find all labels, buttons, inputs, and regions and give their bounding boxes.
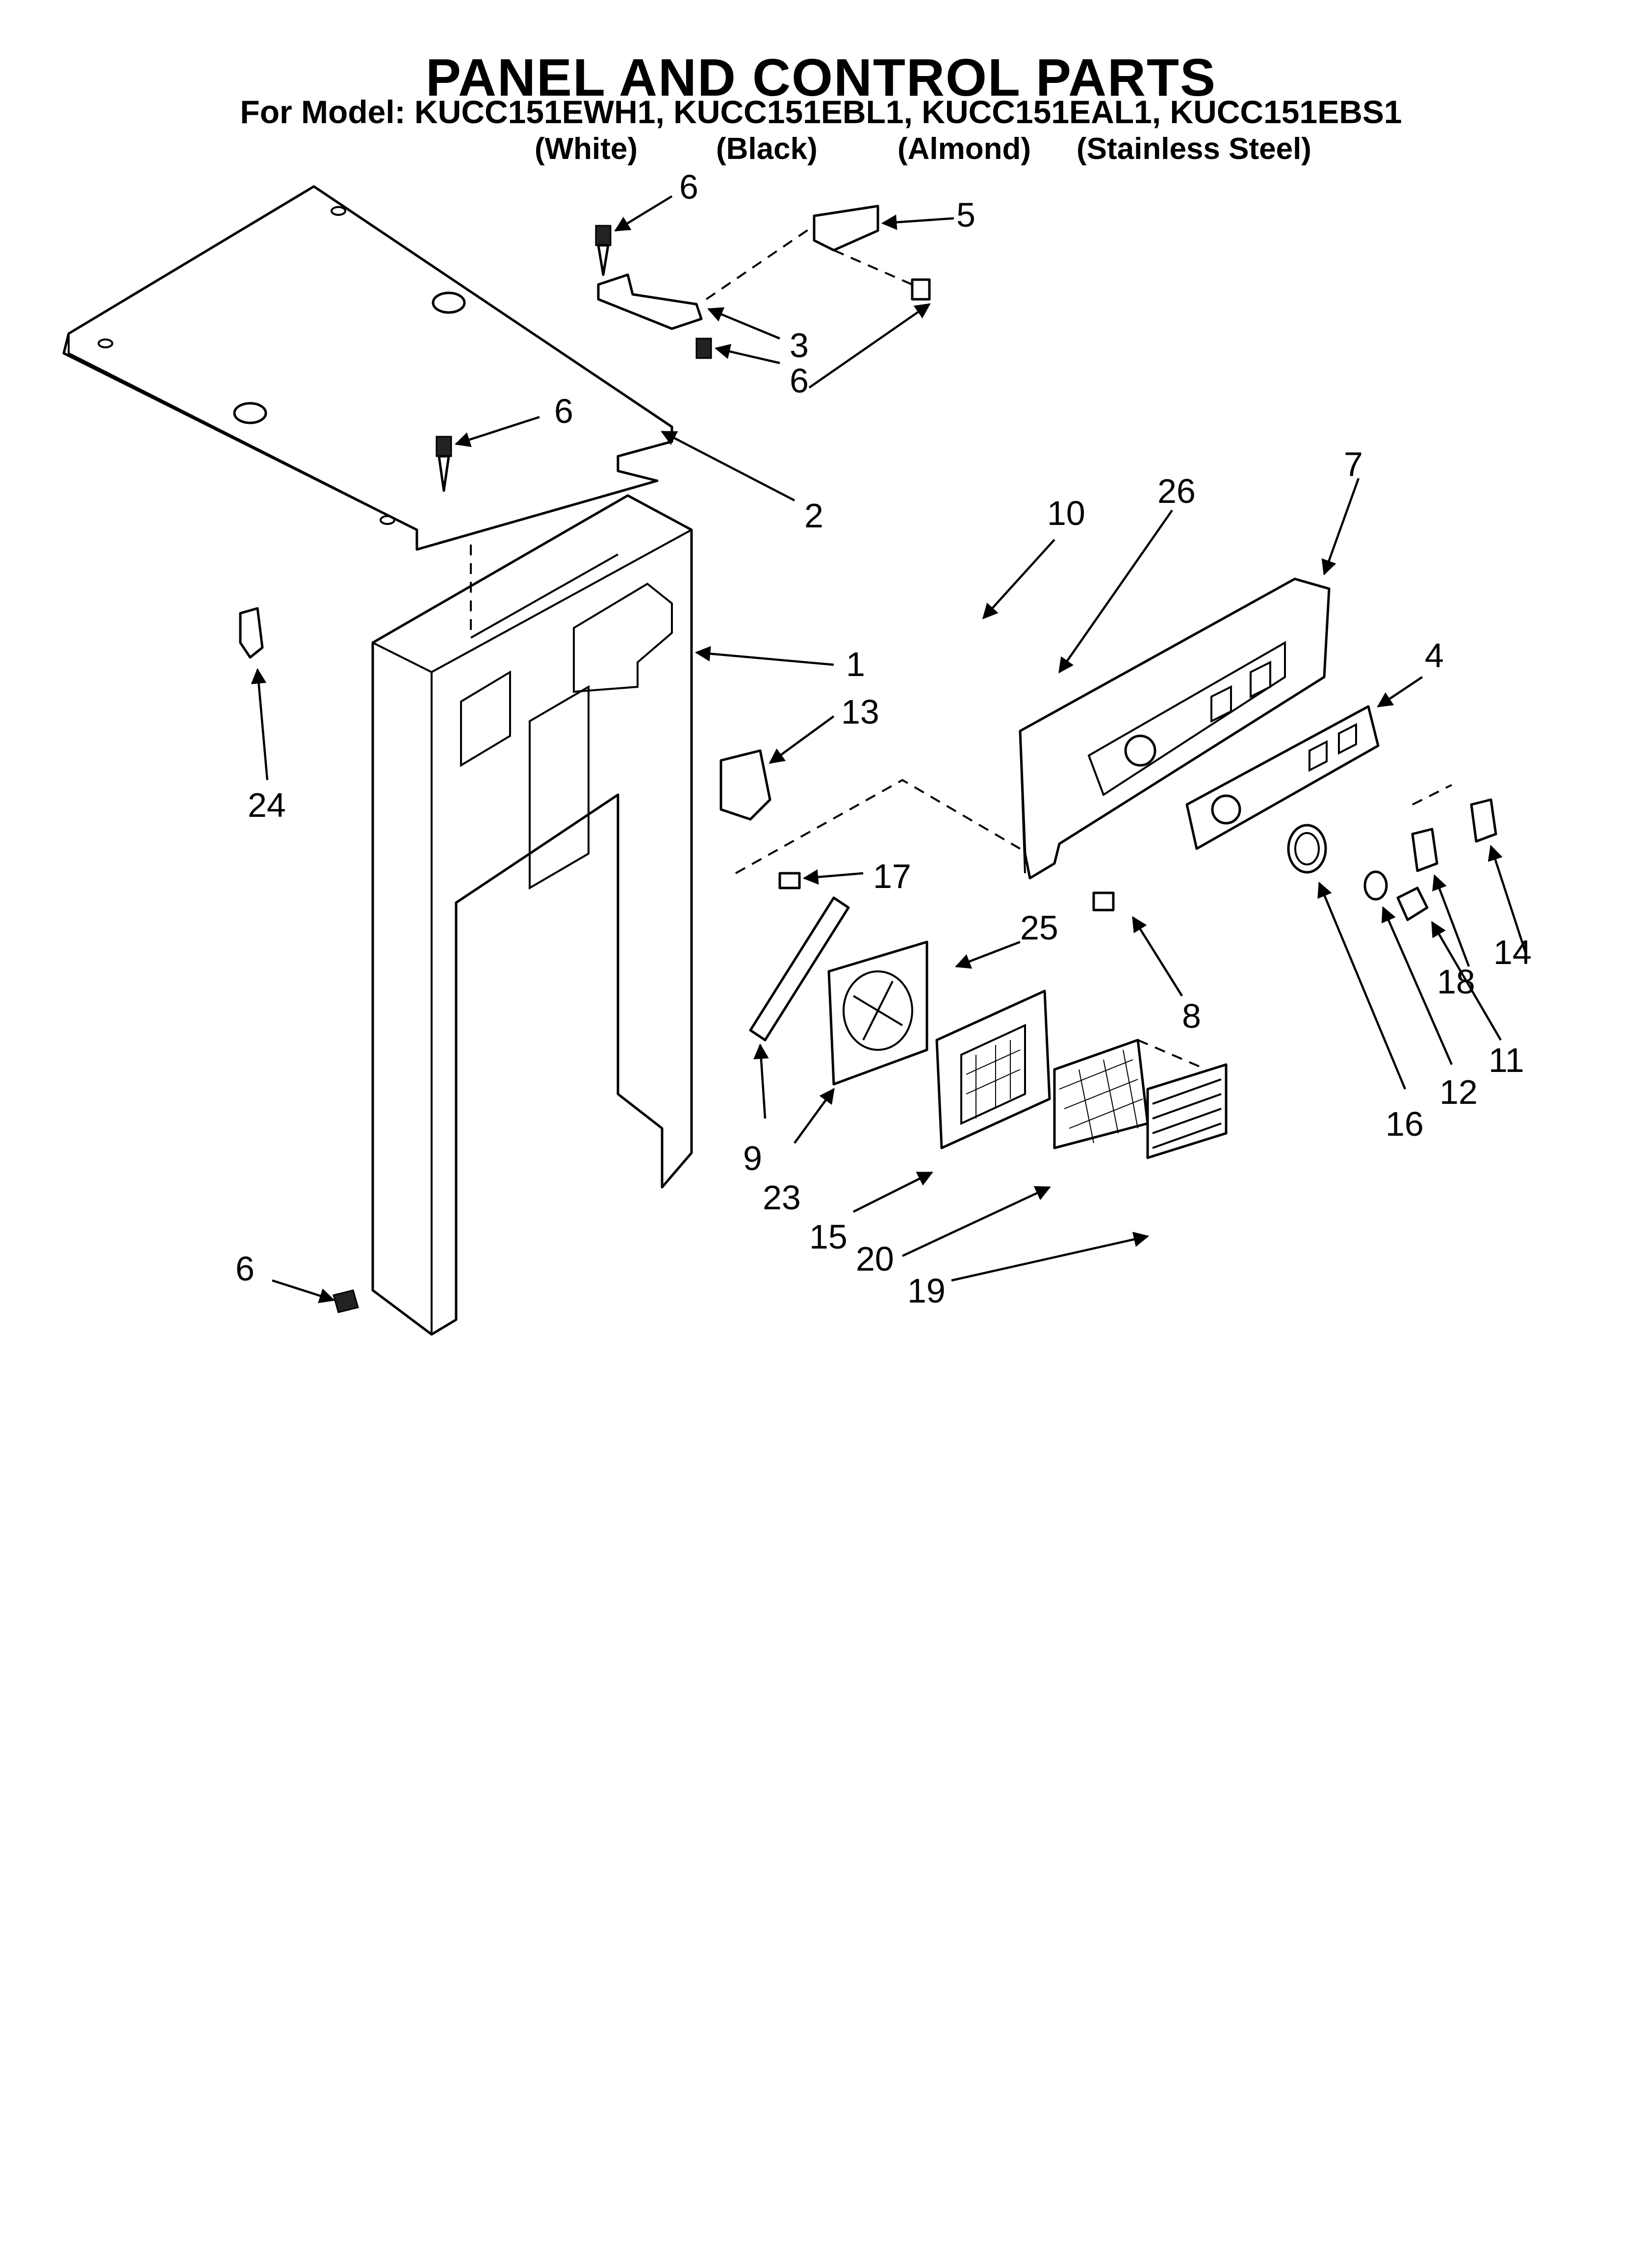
switch-14 <box>1470 798 1497 843</box>
callout-13: 13 <box>841 693 879 731</box>
callout-10: 10 <box>1047 494 1085 532</box>
switch-18 <box>1411 828 1438 872</box>
callout-6-bottom: 6 <box>235 1250 255 1288</box>
cabinet-column <box>371 494 693 1336</box>
callout-24: 24 <box>248 786 286 824</box>
variant-label-almond: (Almond) <box>898 132 1031 166</box>
callout-labels: 6 5 3 6 6 2 1 13 24 10 26 7 4 17 25 8 9 … <box>235 168 1532 1310</box>
callout-26: 26 <box>1157 472 1196 510</box>
duct-15 <box>935 990 1051 1149</box>
filter-20 <box>1053 1039 1207 1149</box>
callout-8: 8 <box>1182 997 1201 1035</box>
callout-1: 1 <box>846 645 865 683</box>
callout-16: 16 <box>1385 1105 1424 1143</box>
callout-6-mid: 6 <box>554 392 573 430</box>
callout-14: 14 <box>1493 933 1532 971</box>
leader-arrows <box>251 195 1527 1303</box>
clip-24 <box>239 607 264 659</box>
callout-9: 9 <box>743 1139 762 1177</box>
callout-12: 12 <box>1439 1073 1478 1111</box>
rocker-switch-13 <box>719 749 771 821</box>
callout-25: 25 <box>1020 909 1058 947</box>
brace-9 <box>749 896 850 1042</box>
callout-5: 5 <box>956 196 975 234</box>
callout-11: 11 <box>1488 1041 1524 1079</box>
control-panel <box>1019 577 1331 880</box>
callout-18: 18 <box>1437 963 1475 1001</box>
callout-3: 3 <box>790 326 809 365</box>
top-panel <box>62 185 673 551</box>
callout-15: 15 <box>809 1218 847 1256</box>
callout-19: 19 <box>907 1272 946 1310</box>
fan-23 <box>827 940 928 1086</box>
knob-parts <box>1287 824 1429 921</box>
model-list: For Model: KUCC151EWH1, KUCC151EBL1, KUC… <box>240 94 1402 130</box>
callout-2: 2 <box>804 496 823 535</box>
callout-17: 17 <box>873 857 911 895</box>
overlay-panel-4 <box>1185 705 1380 850</box>
alignment-line-2 <box>1412 784 1452 806</box>
bracket-assembly <box>597 205 913 330</box>
callout-7: 7 <box>1344 445 1363 483</box>
screw-icons <box>333 225 1115 1313</box>
callout-23: 23 <box>763 1178 801 1217</box>
callout-20: 20 <box>856 1240 894 1278</box>
callout-6-top: 6 <box>679 168 698 206</box>
grille-19 <box>1146 1063 1228 1159</box>
alignment-line <box>735 779 1021 874</box>
page-title: PANEL AND CONTROL PARTS <box>425 48 1217 107</box>
variant-label-black: (Black) <box>716 132 818 166</box>
callout-4: 4 <box>1425 636 1444 675</box>
variant-label-white: (White) <box>535 132 638 166</box>
variant-label-stainless-steel: (Stainless Steel) <box>1077 132 1311 166</box>
callout-6-right: 6 <box>790 362 809 400</box>
